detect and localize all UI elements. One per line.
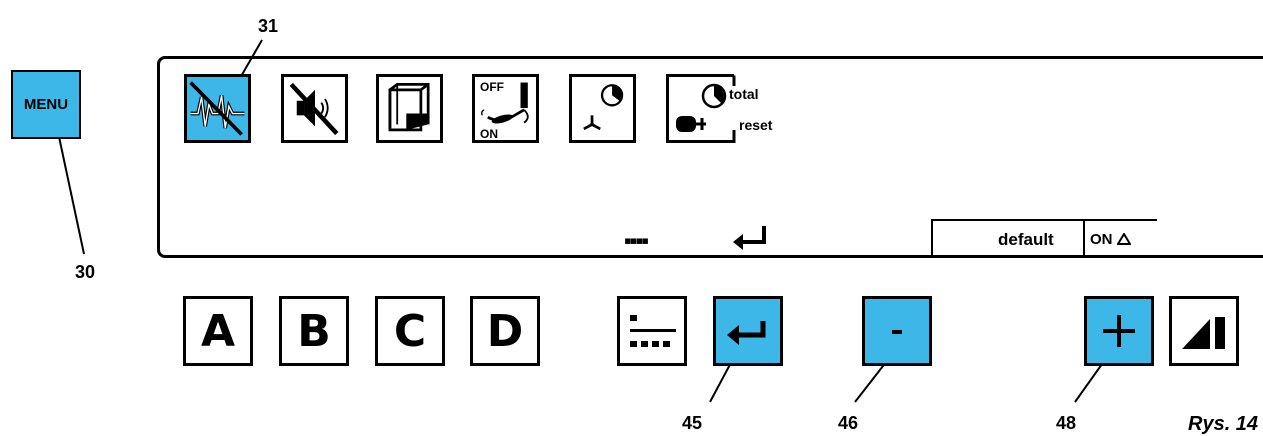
- enter-icon: [727, 321, 766, 345]
- ecg-waveform-icon[interactable]: [184, 74, 251, 143]
- off-label: OFF: [480, 80, 504, 94]
- plus-icon: [1103, 315, 1135, 347]
- default-label: default: [998, 230, 1054, 249]
- reset-label: reset: [739, 117, 773, 133]
- line-dots-icon: [630, 315, 676, 347]
- button-a[interactable]: A: [183, 296, 253, 366]
- on-status-label: ON: [1090, 231, 1132, 248]
- button-a-label: A: [200, 305, 236, 357]
- menu-button[interactable]: MENU: [11, 70, 81, 139]
- callout-30: 30: [75, 262, 96, 282]
- mute-speaker-icon[interactable]: [281, 74, 348, 143]
- callout-45: 45: [682, 413, 703, 433]
- leader-30: [57, 131, 85, 255]
- on-label: ON: [480, 127, 498, 141]
- door-cabinet-icon[interactable]: [376, 74, 443, 143]
- enter-arrow-icon: [733, 226, 766, 250]
- fan-timer-icon[interactable]: [569, 74, 636, 143]
- minus-button[interactable]: [862, 296, 932, 366]
- level-ramp-icon: [1182, 317, 1225, 349]
- on-status-text: ON: [1090, 231, 1113, 248]
- callout-31: 31: [258, 16, 279, 36]
- line-dots-button[interactable]: [617, 296, 687, 366]
- triangle-up-icon: [1115, 232, 1132, 245]
- callout-48: 48: [1056, 413, 1077, 433]
- total-reset-timer-icon[interactable]: [666, 74, 736, 143]
- menu-button-label: MENU: [23, 96, 69, 113]
- plus-button[interactable]: [1084, 296, 1154, 366]
- status-separator: [1083, 219, 1085, 256]
- dots-indicator: ▪▪▪▪: [624, 228, 649, 253]
- figure-caption: Rys. 14: [1188, 413, 1259, 435]
- button-c-label: C: [393, 305, 427, 357]
- minus-icon: [892, 330, 902, 334]
- total-label: total: [729, 86, 759, 102]
- button-d-label: D: [486, 305, 524, 357]
- status-box: [931, 219, 1157, 256]
- off-on-handpiece-icon[interactable]: OFF ON: [472, 74, 539, 143]
- button-c[interactable]: C: [375, 296, 445, 366]
- callout-46: 46: [838, 413, 859, 433]
- button-b[interactable]: B: [279, 296, 349, 366]
- lcd-display: [157, 56, 1263, 258]
- enter-button[interactable]: [713, 296, 783, 366]
- button-d[interactable]: D: [470, 296, 540, 366]
- level-ramp-button[interactable]: [1169, 296, 1239, 366]
- button-b-label: B: [297, 305, 331, 357]
